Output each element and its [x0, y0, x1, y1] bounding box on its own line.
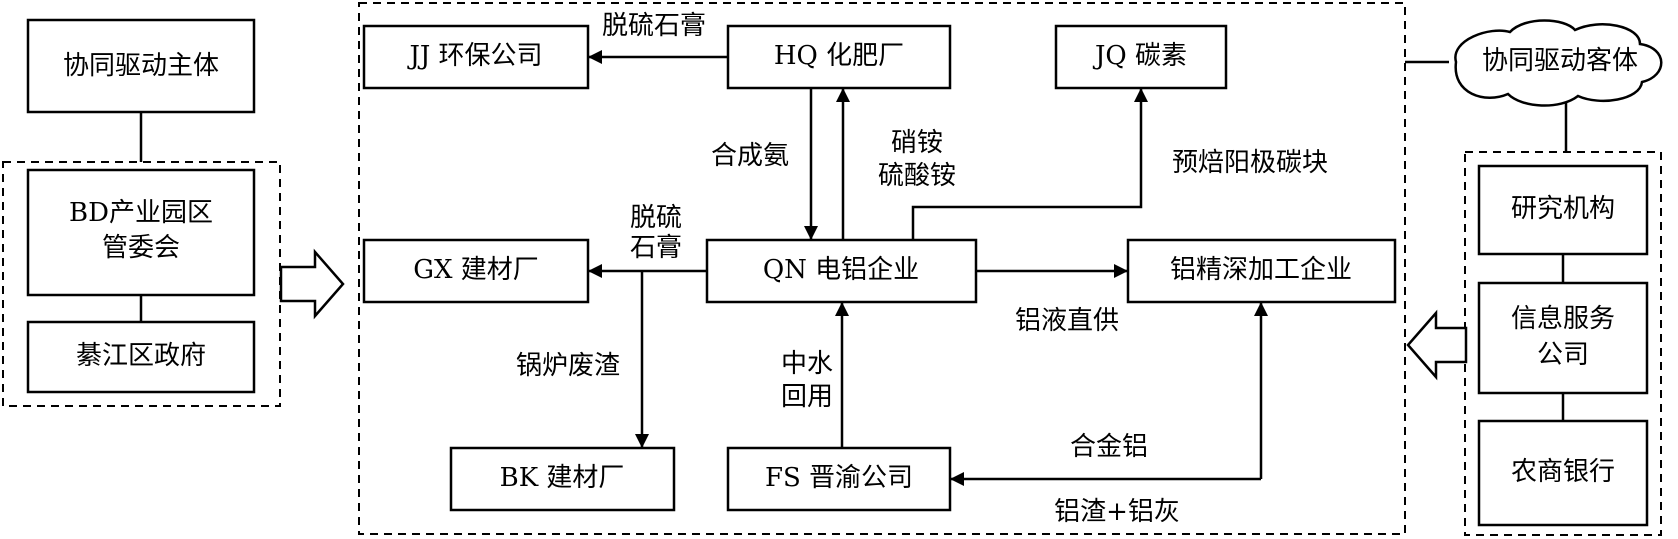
qn-box — [705, 238, 978, 304]
edge-qn-gx-label-2: 石膏 — [630, 233, 682, 263]
rural-bank-label: 农商银行 — [1511, 457, 1615, 487]
bk-label: BK 建材厂 — [500, 463, 625, 493]
edge-qn-lu-label: 铝液直供 — [1015, 306, 1119, 336]
fs-box — [726, 446, 952, 512]
bk-box — [449, 446, 676, 512]
lu-box — [1126, 238, 1397, 304]
edge-fs-lu-label: 铝渣+铝灰 — [1054, 497, 1180, 527]
info-service-label-2: 公司 — [1537, 340, 1589, 370]
edge-hq-jj-label: 脱硫石膏 — [602, 11, 706, 41]
info-service-box — [1477, 281, 1649, 395]
jj-label: JJ 环保公司 — [406, 41, 542, 71]
edge-fs-qn-label-1: 中水 — [781, 349, 833, 379]
subject-drive-arrow — [279, 248, 345, 320]
edge-qn-bk-label: 锅炉废渣 — [516, 351, 620, 381]
qn-label: QN 电铝企业 — [763, 255, 919, 285]
subject-group: 协同驱动主体 BD产业园区 管委会 綦江区政府 — [2, 18, 345, 407]
subject-title: 协同驱动主体 — [63, 51, 219, 81]
edge-qn-hq-label: 合成氨 — [711, 141, 789, 171]
main-dashed-frame — [358, 2, 1406, 535]
jq-label: JQ 碳素 — [1092, 41, 1187, 71]
object-cloud — [1454, 19, 1663, 107]
research-box — [1477, 164, 1649, 256]
object-title: 协同驱动客体 — [1482, 46, 1638, 76]
edge-lu-fs-label: 合金铝 — [1070, 432, 1148, 462]
hq-box — [726, 24, 952, 90]
edge-qn-jq — [911, 88, 1148, 240]
subject-title-box — [26, 18, 256, 114]
flow-edges: 脱硫石膏 合成氨 硝铵 硫酸铵 预焙阳极碳块 脱硫 石膏 锅炉废渣 铝液直供 中… — [516, 11, 1328, 527]
bd-park-label-1: BD产业园区 — [69, 198, 213, 228]
bd-park-label-2: 管委会 — [102, 233, 180, 263]
fs-label: FS 晋渝公司 — [765, 463, 913, 493]
hq-label: HQ 化肥厂 — [774, 41, 904, 71]
rural-bank-box — [1477, 419, 1649, 527]
lu-label: 铝精深加工企业 — [1170, 255, 1352, 285]
object-drive-arrow — [1406, 309, 1468, 381]
enterprise-nodes: JJ 环保公司 HQ 化肥厂 JQ 碳素 GX 建材厂 QN 电铝企业 铝精深加… — [362, 24, 1397, 512]
edge-qn-jq-label: 预焙阳极碳块 — [1172, 148, 1328, 178]
edge-hq-qn-label-2: 硫酸铵 — [878, 161, 956, 191]
gx-label: GX 建材厂 — [413, 255, 539, 285]
edge-hq-qn-label-1: 硝铵 — [891, 128, 943, 158]
edge-qn-gx-label-1: 脱硫 — [630, 203, 682, 233]
qijiang-gov-box — [26, 320, 256, 394]
info-service-label-1: 信息服务 — [1511, 304, 1615, 334]
research-label: 研究机构 — [1511, 194, 1615, 224]
edge-fs-qn-label-2: 回用 — [781, 382, 833, 412]
qijiang-gov-label: 綦江区政府 — [76, 341, 206, 371]
object-group: 协同驱动客体 研究机构 信息服务 公司 农商银行 — [1405, 19, 1663, 536]
